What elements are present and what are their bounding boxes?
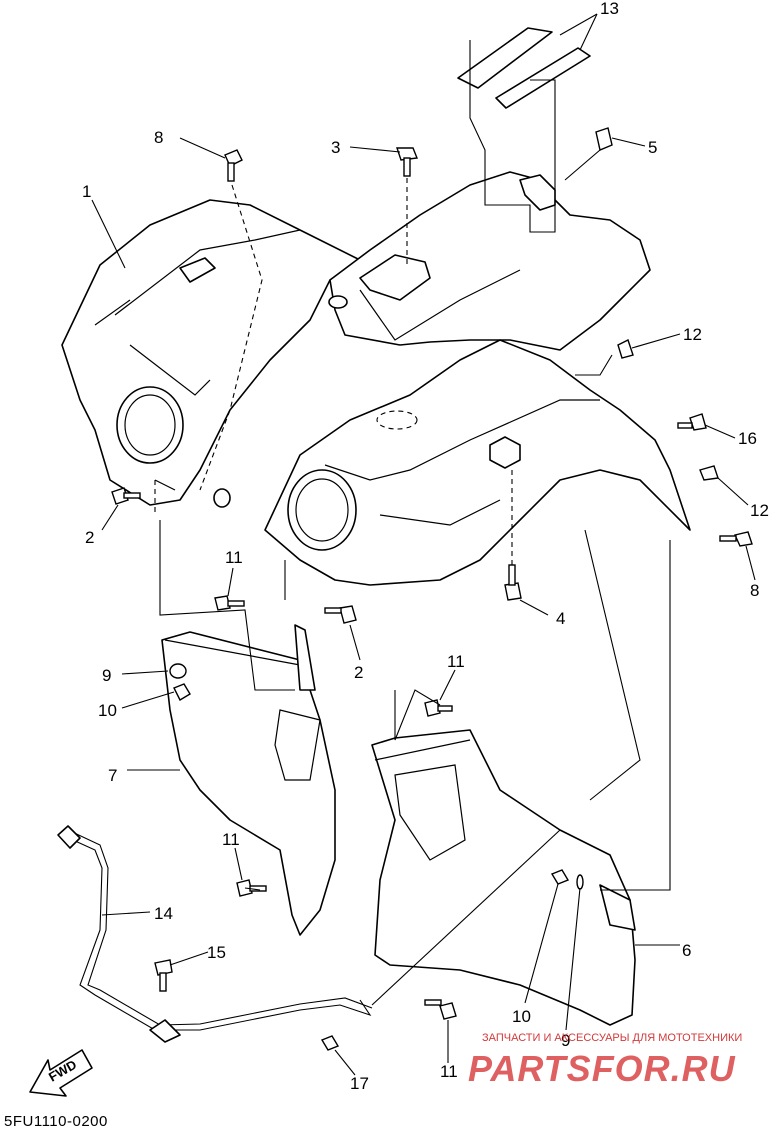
callout-9a: 9 xyxy=(102,666,111,685)
callout-11c: 11 xyxy=(222,830,240,849)
callout-7: 7 xyxy=(108,766,117,785)
callout-4: 4 xyxy=(556,609,565,628)
callout-labels: 1 8 3 13 5 12 16 12 8 2 4 2 11 11 9 10 7… xyxy=(82,0,769,1093)
callout-10a: 10 xyxy=(98,701,117,720)
callout-9b: 9 xyxy=(561,1031,570,1050)
callout-17: 17 xyxy=(350,1074,369,1093)
callout-8a: 8 xyxy=(154,128,163,147)
watermark-subtitle: ЗАПЧАСТИ И АКСЕССУАРЫ ДЛЯ МОТОТЕХНИКИ xyxy=(482,1032,743,1044)
callout-11d: 11 xyxy=(440,1062,458,1081)
part-13-strips xyxy=(457,27,591,109)
callout-12b: 12 xyxy=(750,501,769,520)
part-7-left-cover xyxy=(161,624,336,936)
callout-10b: 10 xyxy=(512,1007,531,1026)
callout-14: 14 xyxy=(154,904,173,923)
callout-5: 5 xyxy=(648,138,657,157)
part-front-fender xyxy=(264,339,691,586)
callout-2a: 2 xyxy=(85,528,94,547)
callout-11a: 11 xyxy=(225,548,243,567)
callout-leaders xyxy=(91,13,756,1076)
assembly-lines xyxy=(154,40,671,1006)
watermark-logo: PARTSFOR.RU xyxy=(468,1048,736,1089)
callout-8b: 8 xyxy=(750,581,759,600)
callout-16: 16 xyxy=(738,429,757,448)
callout-6: 6 xyxy=(682,941,691,960)
callout-11b: 11 xyxy=(447,652,465,671)
fwd-arrow-icon: FWD xyxy=(29,1049,93,1097)
callout-15: 15 xyxy=(207,943,226,962)
part-6-right-cover xyxy=(371,729,636,1026)
hardware-bolts xyxy=(111,127,753,1051)
callout-12a: 12 xyxy=(683,325,702,344)
callout-2b: 2 xyxy=(354,663,363,682)
callout-3: 3 xyxy=(331,138,340,157)
callout-13: 13 xyxy=(600,0,619,18)
part-14-stay xyxy=(57,825,373,1043)
part-1-rear-fender xyxy=(61,171,651,508)
callout-1: 1 xyxy=(82,182,91,201)
diagram-code: 5FU1110-0200 xyxy=(4,1113,108,1130)
